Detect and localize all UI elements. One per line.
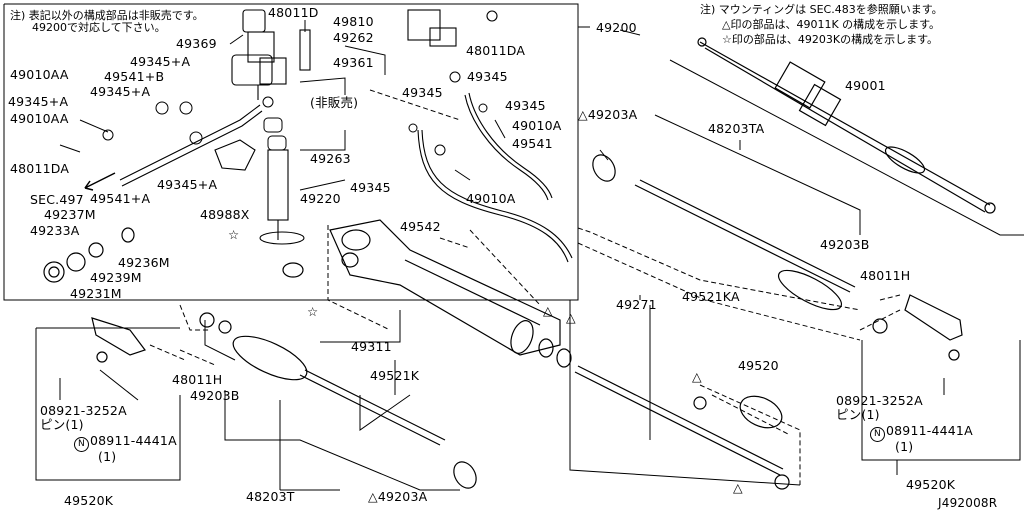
label-qty-left: (1)	[98, 449, 117, 464]
upper-left-frame	[3, 3, 579, 301]
dashed-leaders	[149, 89, 901, 485]
label-49239M: 49239M	[90, 270, 142, 285]
n-circle-icon: N	[74, 437, 89, 452]
label-qty-right: (1)	[895, 439, 914, 454]
label-08921-left: 08921-3252A	[40, 403, 127, 418]
label-48011DA: 48011DA	[466, 43, 526, 58]
label-49345-top: 49345	[467, 69, 508, 84]
label-49541-plus-b: 49541+B	[104, 69, 165, 84]
label-48988X: 48988X	[200, 207, 250, 222]
lower-frame	[35, 328, 181, 481]
seal-group	[43, 227, 135, 283]
tie-rod-right	[592, 154, 963, 361]
triangle-symbol: △	[543, 303, 553, 318]
label-48011D: 48011D	[268, 5, 319, 20]
label-sec497: SEC.497	[30, 192, 84, 207]
pinion-shaft	[214, 139, 305, 245]
note-not-sold-line2: 49200で対応して下さい。	[32, 21, 166, 34]
label-pin-left: ピン(1)	[40, 417, 84, 432]
label-49200: 49200	[596, 20, 637, 35]
label-48011H-right: 48011H	[860, 268, 911, 283]
label-08921-right: 08921-3252A	[836, 393, 923, 408]
label-49345-plus-a-4: 49345+A	[157, 177, 218, 192]
label-49220: 49220	[300, 191, 341, 206]
triangle-symbol: △	[733, 480, 743, 495]
label-49203B-left: 49203B	[190, 388, 240, 403]
note-star: ☆印の部品は、49203Kの構成を示します。	[722, 33, 938, 46]
label-49541: 49541	[512, 136, 553, 151]
star-symbol: ☆	[307, 304, 319, 319]
label-49263: 49263	[310, 151, 351, 166]
label-48203T: 48203T	[246, 489, 295, 504]
label-49233A: 49233A	[30, 223, 80, 238]
note-triangle: △印の部品は、49011K の構成を示します。	[722, 18, 941, 31]
rack-assembly-icon	[697, 37, 996, 214]
label-49262: 49262	[333, 30, 374, 45]
sec497-arrow	[84, 172, 116, 191]
triangle-symbol: △	[578, 107, 588, 122]
label-49236M: 49236M	[118, 255, 170, 270]
right-box	[861, 340, 1021, 461]
label-49001: 49001	[845, 78, 886, 93]
label-not-sold: (非販売)	[310, 95, 359, 110]
label-48011DA-2: 48011DA	[10, 161, 70, 176]
note-not-sold-line1: 注) 表記以外の構成部品は非販売です。	[10, 9, 204, 22]
triangle-symbol: △	[692, 369, 702, 384]
label-49203A-bottom: △49203A	[368, 489, 428, 504]
label-49237M: 49237M	[44, 207, 96, 222]
label-49345-mid3: 49345	[350, 180, 391, 195]
label-49271: 49271	[616, 297, 657, 312]
label-49521KA: 49521KA	[682, 289, 740, 304]
label-49521K: 49521K	[370, 368, 420, 383]
label-49520: 49520	[738, 358, 779, 373]
gear-housing	[282, 219, 572, 368]
label-pin-right: ピン(1)	[836, 407, 880, 422]
triangle-symbol: △	[368, 489, 378, 504]
label-48011H-left: 48011H	[172, 372, 223, 387]
label-49361: 49361	[333, 55, 374, 70]
leader-lines	[59, 20, 945, 491]
label-49010A-1: 49010A	[512, 118, 562, 133]
label-49010A-2: 49010A	[466, 191, 516, 206]
label-49010AA-2: 49010AA	[10, 111, 69, 126]
star-symbol: ☆	[228, 227, 240, 242]
label-49345-plus-a-3: 49345+A	[90, 84, 151, 99]
label-49311: 49311	[351, 339, 392, 354]
label-49203A-top: △49203A	[578, 107, 638, 122]
label-49231M: 49231M	[70, 286, 122, 301]
hydraulic-pipes	[119, 92, 573, 263]
label-49345-mid2: 49345	[505, 98, 546, 113]
label-49541-plus-a: 49541+A	[90, 191, 151, 206]
label-49010AA-1: 49010AA	[10, 67, 69, 82]
triangle-symbol: △	[566, 310, 576, 325]
hardware-items	[59, 71, 506, 181]
rack-bar	[574, 365, 790, 490]
label-49520K-left: 49520K	[64, 493, 114, 508]
label-49369: 49369	[176, 36, 217, 51]
label-48203TA: 48203TA	[708, 121, 765, 136]
label-49203B-right: 49203B	[820, 237, 870, 252]
tie-rod-left	[91, 312, 477, 489]
label-49542: 49542	[400, 219, 441, 234]
label-49345-plus-a-2: 49345+A	[8, 94, 69, 109]
note-mounting: 注) マウンティングは SEC.483を参照願います。	[700, 3, 943, 16]
diagram-code: J492008R	[938, 496, 998, 510]
label-49520K-right: 49520K	[906, 477, 956, 492]
label-49345-plus-a-1: 49345+A	[130, 54, 191, 69]
n-circle-icon: N	[870, 427, 885, 442]
label-49810: 49810	[333, 14, 374, 29]
label-49345-mid1: 49345	[402, 85, 443, 100]
